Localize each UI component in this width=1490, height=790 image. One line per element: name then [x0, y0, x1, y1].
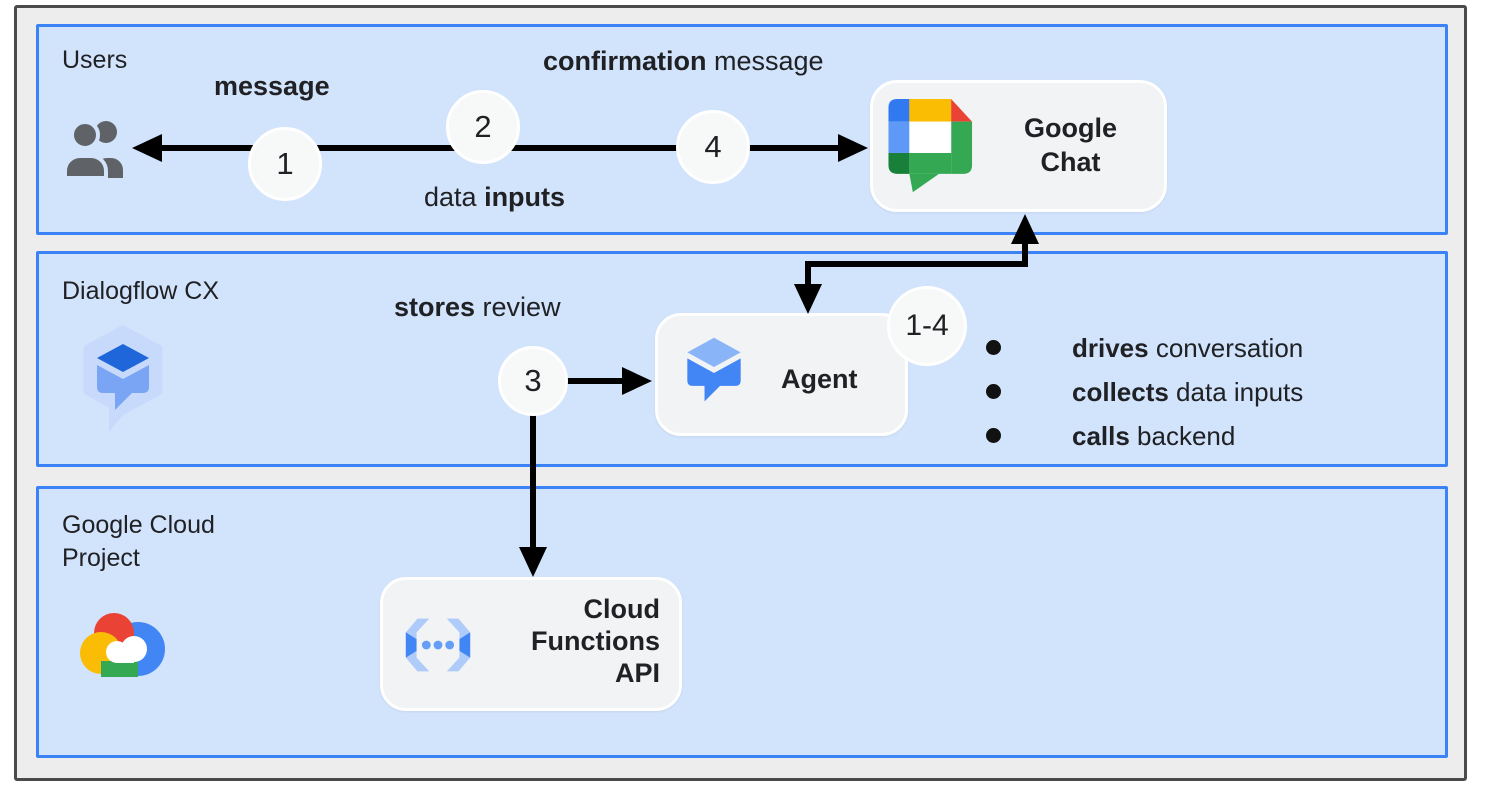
- arrowhead-to-agent-node: [794, 284, 822, 314]
- dialogflow-cx-icon: [83, 325, 163, 432]
- arrow-3-to-functions-line: [530, 413, 536, 549]
- list-item: drives conversation: [986, 333, 1303, 364]
- label-data-inputs: data inputs: [424, 182, 566, 212]
- connector-chat-agent-vertical-left: [805, 261, 811, 287]
- arrowhead-to-cloud-functions: [519, 547, 547, 577]
- gcp-band-label-line2: Project: [62, 544, 140, 572]
- bullet-icon: [986, 384, 1001, 399]
- connector-chat-agent-vertical-right: [1022, 242, 1028, 267]
- arrowhead-to-users-icon: [132, 134, 162, 162]
- step-circle-3: 3: [498, 346, 568, 416]
- arrowhead-to-google-chat-node: [1011, 214, 1039, 244]
- google-cloud-icon: [80, 613, 165, 677]
- arrowhead-to-google-chat-icon: [838, 134, 868, 162]
- agent-capabilities-list: drives conversation collects data inputs…: [986, 333, 1303, 452]
- bullet-icon: [986, 340, 1001, 355]
- list-item: collects data inputs: [986, 377, 1303, 408]
- step-circle-1-4: 1-4: [887, 286, 967, 366]
- step-circle-1: 1: [248, 127, 322, 201]
- step-circle-2: 2: [446, 90, 520, 164]
- arrowhead-to-agent-left: [622, 367, 652, 395]
- band-google-cloud-project: [36, 486, 1448, 758]
- cloud-functions-icon: [405, 618, 471, 672]
- google-chat-icon: [888, 99, 973, 193]
- dialogflow-band-label: Dialogflow CX: [62, 277, 220, 305]
- agent-label: Agent: [781, 364, 858, 394]
- arrow-3-to-agent-line: [566, 378, 622, 384]
- dialogflow-agent-icon: [687, 337, 741, 402]
- gcp-band-label-line1: Google Cloud: [62, 511, 215, 539]
- connector-chat-agent-horizontal: [805, 261, 1028, 267]
- users-icon: [63, 120, 123, 179]
- bullet-icon: [986, 428, 1001, 443]
- label-confirmation-message: confirmation message: [543, 46, 824, 76]
- step-circle-4: 4: [676, 110, 750, 184]
- label-stores-review: stores review: [394, 292, 561, 322]
- list-item: calls backend: [986, 421, 1303, 452]
- users-band-label: Users: [62, 46, 128, 74]
- label-message: message: [214, 71, 330, 101]
